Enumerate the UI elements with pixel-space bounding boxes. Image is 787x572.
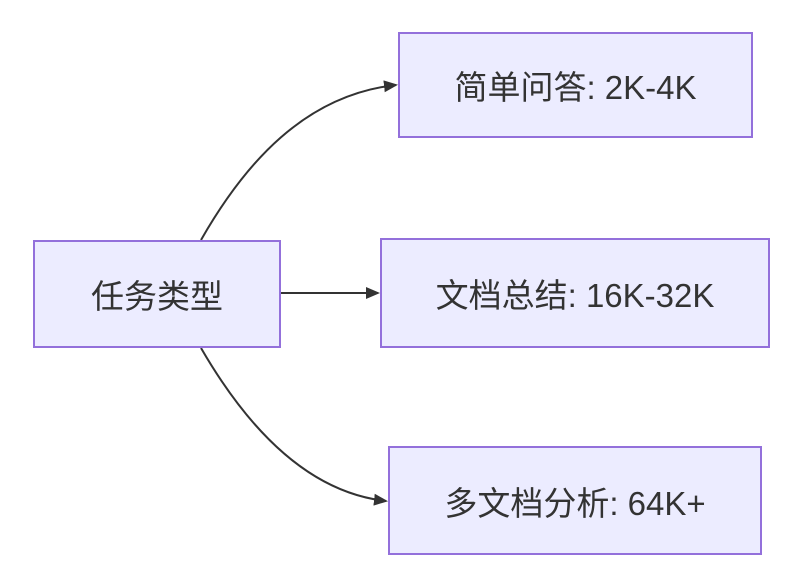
node-simple-qa: 简单问答: 2K-4K [398,32,753,138]
node-multi-doc-analysis: 多文档分析: 64K+ [388,446,762,555]
node-doc-summary-label: 文档总结: 16K-32K [435,277,715,314]
edge-task-type-to-multi-doc-analysis [200,347,388,506]
node-simple-qa-label: 简单问答: 2K-4K [454,69,697,106]
edge-task-type-to-simple-qa [200,80,398,241]
node-doc-summary: 文档总结: 16K-32K [380,238,770,348]
node-multi-doc-analysis-label: 多文档分析: 64K+ [444,484,706,522]
node-task-type-label: 任务类型 [91,278,223,315]
node-task-type: 任务类型 [33,240,281,348]
